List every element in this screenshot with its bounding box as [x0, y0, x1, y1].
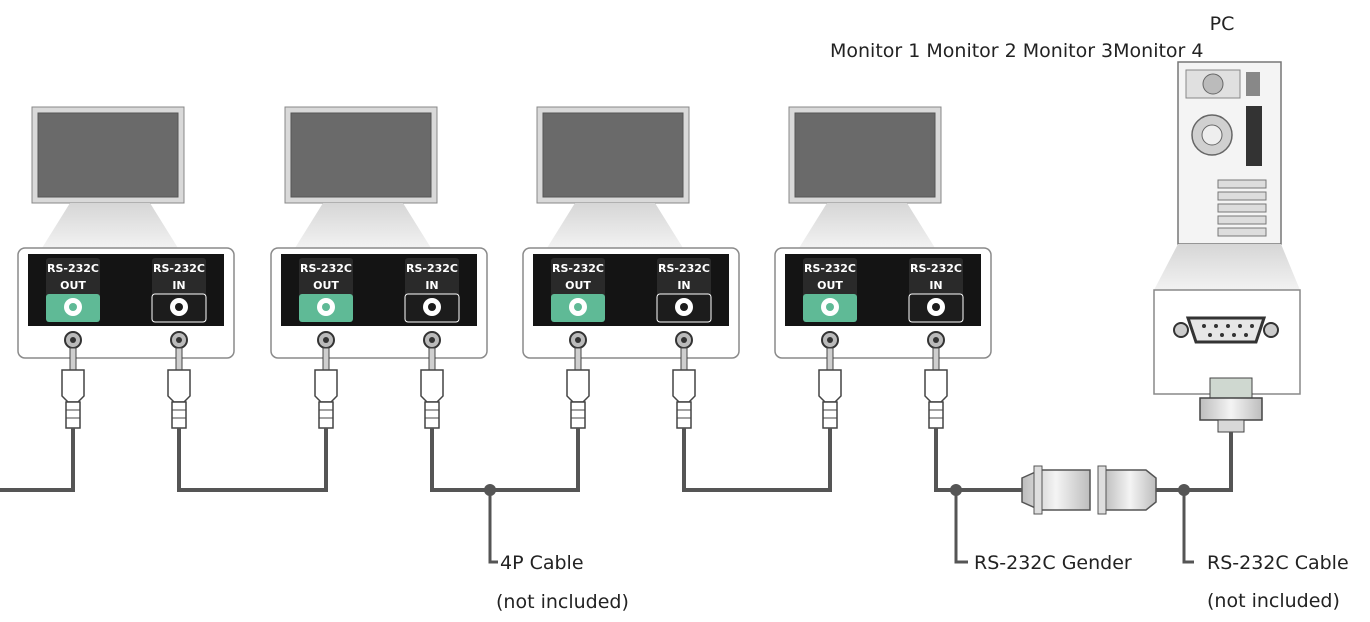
- pc-label: PC: [1210, 13, 1235, 35]
- monitor-group: RS-232COUTRS-232CINRS-232COUTRS-232CINRS…: [17, 106, 992, 429]
- callout-lines: [488, 490, 1194, 564]
- out-port-label: RS-232C: [804, 262, 856, 275]
- in-port-label: RS-232C: [406, 262, 458, 275]
- cable-4p-label: 4P Cable: [500, 552, 584, 574]
- out-port-label: RS-232C: [47, 262, 99, 275]
- rs-cable-note: (not included): [1207, 590, 1340, 612]
- out-port-sublabel: OUT: [565, 279, 591, 292]
- in-port-sublabel: IN: [677, 279, 690, 292]
- pc-tower: [1177, 61, 1282, 245]
- cable-4p-note: (not included): [496, 591, 629, 613]
- monitors-label: Monitor 1 Monitor 2 Monitor 3Monitor 4: [830, 40, 1204, 62]
- monitor-3: RS-232C OUT RS-232C IN: [522, 106, 740, 429]
- rs-cable-label: RS-232C Cable: [1207, 552, 1349, 574]
- out-port-sublabel: OUT: [817, 279, 843, 292]
- in-port-sublabel: IN: [172, 279, 185, 292]
- in-port-label: RS-232C: [658, 262, 710, 275]
- rs232c-gender-connector: [1021, 465, 1157, 515]
- monitor-2: RS-232C OUT RS-232C IN: [270, 106, 488, 429]
- pc-serial-port: [1153, 244, 1301, 433]
- out-port-sublabel: OUT: [313, 279, 339, 292]
- monitor-4: RS-232C OUT RS-232C IN: [774, 106, 992, 429]
- out-port-label: RS-232C: [300, 262, 352, 275]
- in-port-sublabel: IN: [929, 279, 942, 292]
- out-port-sublabel: OUT: [60, 279, 86, 292]
- in-port-sublabel: IN: [425, 279, 438, 292]
- gender-label: RS-232C Gender: [974, 552, 1132, 574]
- monitor-1: RS-232C OUT RS-232C IN: [17, 106, 235, 429]
- out-port-label: RS-232C: [552, 262, 604, 275]
- in-port-label: RS-232C: [153, 262, 205, 275]
- in-port-label: RS-232C: [910, 262, 962, 275]
